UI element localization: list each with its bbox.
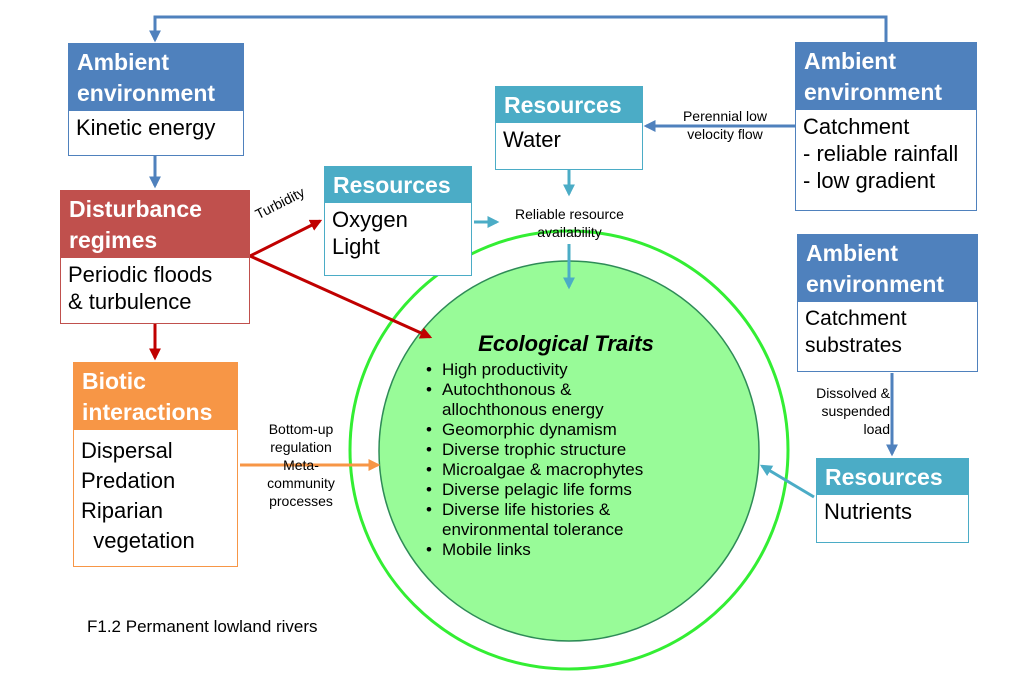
trait-item: •Diverse trophic structure	[426, 440, 627, 459]
ecological-traits: Ecological Traits •High productivity •Au…	[426, 330, 726, 560]
trait-item: •High productivity	[426, 360, 568, 379]
box-body: Oxygen Light	[332, 207, 408, 259]
arrow-disturbance-to-traits	[249, 254, 433, 339]
trait-item: •Diverse life histories & environmental …	[426, 500, 624, 539]
ambient-environment-kinetic-box: Ambient environment Kinetic energy	[68, 43, 244, 156]
traits-title: Ecological Traits	[478, 331, 654, 356]
box-body: Catchment substrates	[805, 307, 907, 357]
arrow-catchment-to-kinetic	[149, 15, 888, 44]
trait-item: •Autochthonous & allochthonous energy	[426, 380, 604, 419]
figure-caption: F1.2 Permanent lowland rivers	[87, 617, 318, 636]
trait-item: •Geomorphic dynamism	[426, 420, 617, 439]
box-body: Kinetic energy	[76, 115, 216, 140]
disturbance-regimes-box: Disturbance regimes Periodic floods & tu…	[60, 190, 250, 324]
label-reliable-resource: Reliable resource availability	[515, 206, 624, 240]
box-body: Nutrients	[824, 499, 913, 524]
box-header: Resources	[817, 459, 968, 495]
label-perennial-flow: Perennial low velocity flow	[682, 108, 768, 142]
box-header: Ambient environment	[69, 44, 243, 111]
resources-nutrients-box: Resources Nutrients	[816, 458, 969, 543]
box-body: Periodic floods & turbulence	[68, 262, 213, 314]
trait-item: •Mobile links	[426, 540, 531, 559]
traits-list: •High productivity •Autochthonous & allo…	[426, 360, 726, 560]
box-header: Ambient environment	[798, 235, 977, 302]
box-header: Disturbance regimes	[61, 191, 249, 258]
ambient-environment-substrates-box: Ambient environment Catchment substrates	[797, 234, 978, 372]
box-header: Resources	[325, 167, 471, 203]
box-header: Resources	[496, 87, 642, 123]
resources-oxygen-light-box: Resources Oxygen Light	[324, 166, 472, 276]
arrow-nutrients-to-traits	[759, 464, 815, 499]
resources-water-box: Resources Water	[495, 86, 643, 170]
box-body: Water	[503, 127, 561, 152]
box-body: Catchment - reliable rainfall - low grad…	[803, 114, 959, 193]
box-header: Ambient environment	[796, 43, 976, 110]
biotic-interactions-box: Biotic interactions Dispersal Predation …	[73, 362, 238, 567]
label-bottom-up: Bottom-up regulation Meta- community pro…	[267, 421, 335, 509]
ambient-environment-catchment-box: Ambient environment Catchment - reliable…	[795, 42, 977, 211]
box-header: Biotic interactions	[74, 363, 237, 430]
trait-item: •Diverse pelagic life forms	[426, 480, 632, 499]
label-dissolved-load: Dissolved & suspended load	[816, 385, 890, 437]
box-body: Dispersal Predation Riparian vegetation	[81, 438, 195, 553]
arrow-disturbance-to-oxygen	[249, 219, 323, 258]
trait-item: •Microalgae & macrophytes	[426, 460, 644, 479]
